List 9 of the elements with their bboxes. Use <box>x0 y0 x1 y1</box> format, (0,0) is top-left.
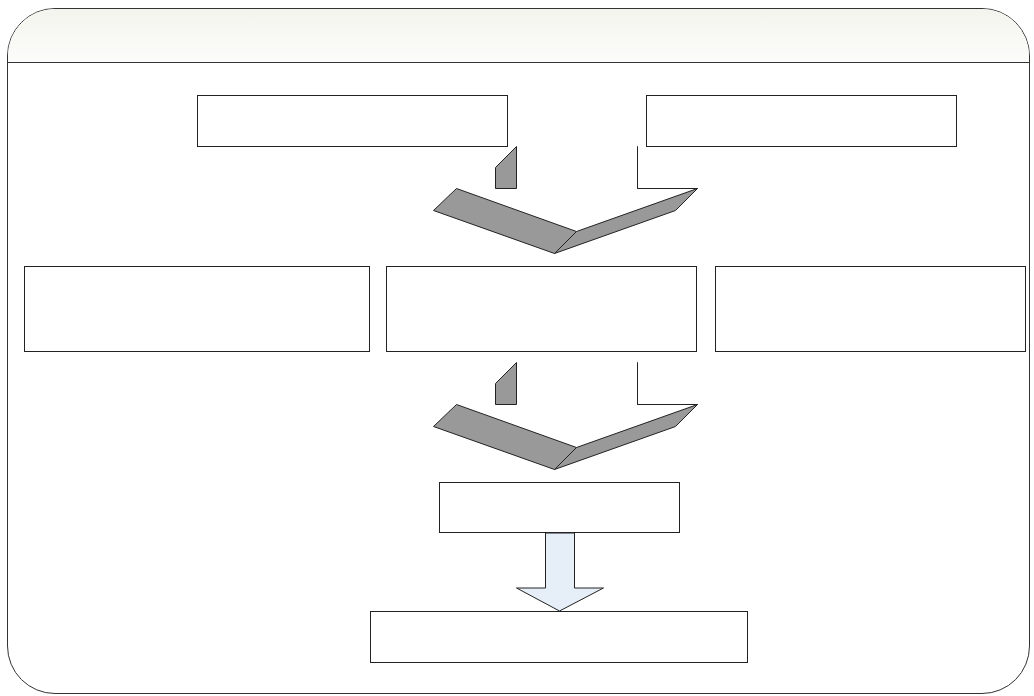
panel-frame <box>7 8 1030 694</box>
process-box <box>24 266 370 352</box>
process-box <box>715 266 1026 352</box>
process-box <box>370 611 748 663</box>
process-box <box>197 95 508 147</box>
down-arrow <box>516 532 604 612</box>
process-box <box>439 482 680 533</box>
process-box <box>646 95 957 147</box>
process-box <box>386 266 697 352</box>
